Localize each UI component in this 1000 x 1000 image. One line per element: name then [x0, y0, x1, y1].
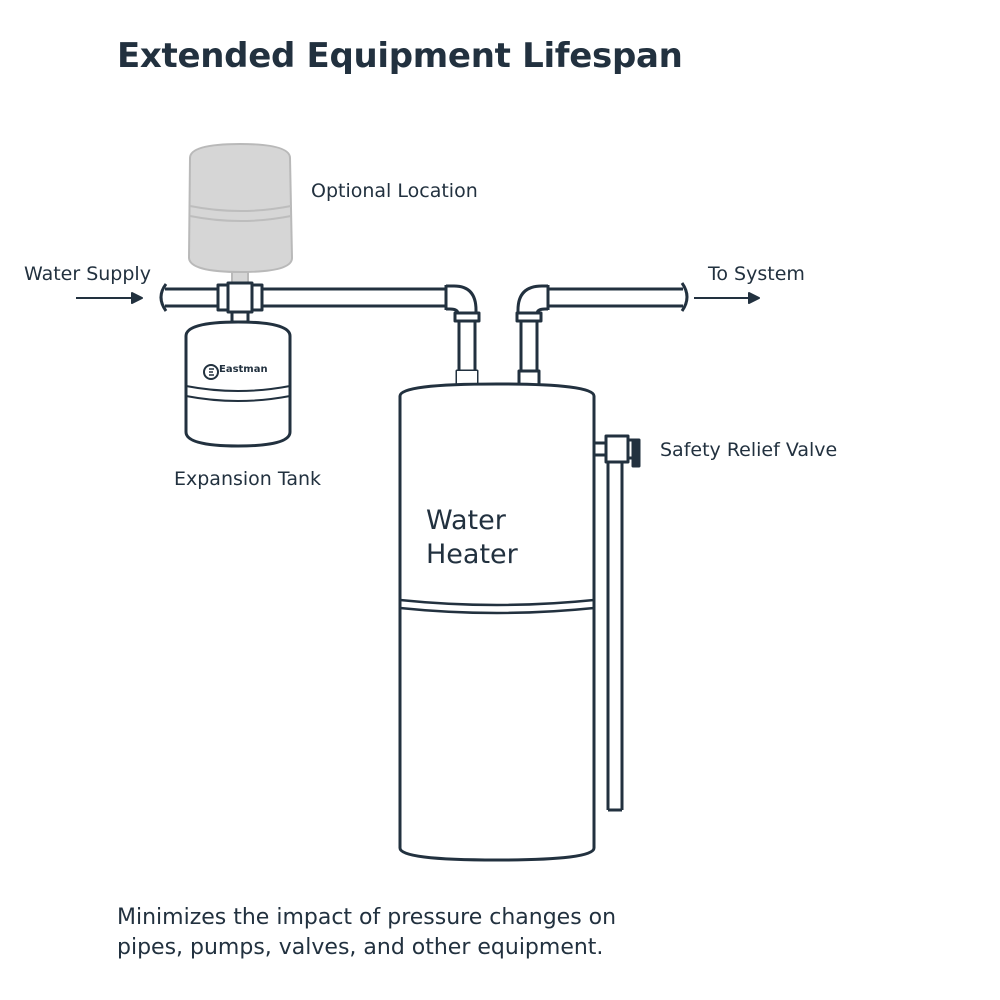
water-heater	[398, 382, 596, 862]
expansion-tank-label: Expansion Tank	[174, 468, 322, 490]
water-supply-label: Water Supply	[24, 263, 151, 285]
optional-location-label: Optional Location	[311, 180, 478, 202]
outlet-pipe	[457, 282, 689, 396]
water-heater-label-line1: Water	[426, 505, 506, 536]
caption-line1: Minimizes the impact of pressure changes…	[117, 905, 617, 930]
expansion-tank	[184, 320, 292, 448]
page-title: Extended Equipment Lifespan	[117, 36, 683, 76]
safety-relief-valve-label: Safety Relief Valve	[660, 439, 838, 461]
safety-relief-valve	[592, 434, 641, 812]
brand-logo-text: Eastman	[219, 364, 268, 375]
optional-location-tank	[188, 143, 293, 285]
inflow-arrow	[76, 292, 143, 304]
water-heater-label-line2: Heater	[426, 539, 518, 570]
outflow-arrow	[694, 292, 760, 304]
tank-stem	[230, 310, 250, 324]
water-heater-label: Water Heater	[426, 504, 518, 572]
to-system-label: To System	[708, 263, 805, 285]
caption: Minimizes the impact of pressure changes…	[117, 903, 616, 963]
caption-line2: pipes, pumps, valves, and other equipmen…	[117, 935, 604, 960]
